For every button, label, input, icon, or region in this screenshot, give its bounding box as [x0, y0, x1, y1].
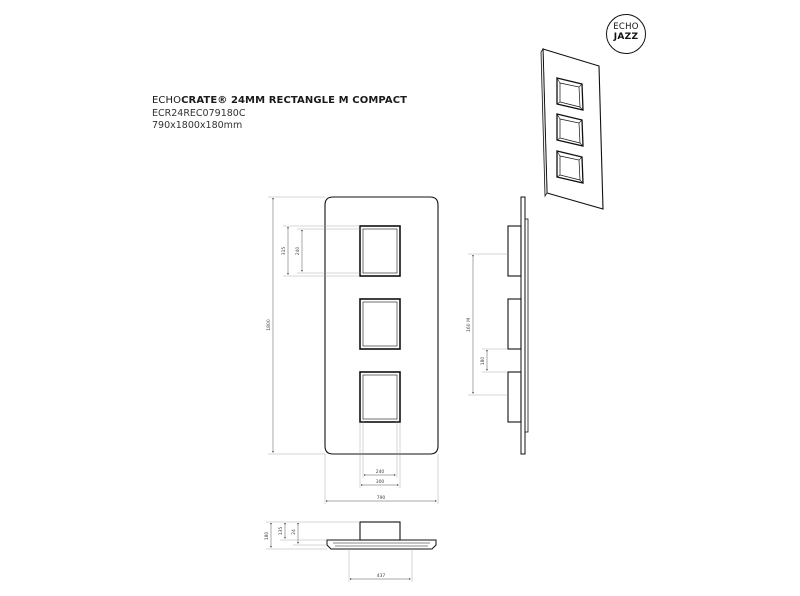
perspective-box-1 [556, 77, 584, 111]
dim-plan-depth: 180 [264, 532, 270, 541]
plan-dimension-lines [270, 523, 411, 580]
perspective-view [540, 47, 604, 210]
plan-extension-lines [266, 521, 413, 582]
front-box-2 [359, 298, 401, 350]
dim-box-inner-height: 240 [295, 247, 301, 256]
dim-plan-box-depth: 135 [278, 527, 284, 536]
front-dimension-lines [272, 198, 437, 502]
dim-box-outer-height: 315 [281, 247, 287, 256]
plan-profile [326, 521, 437, 550]
product-code: ECR24REC079180C [152, 107, 246, 119]
product-title: ECHOCRATE® 24MM RECTANGLE M COMPACT [152, 95, 407, 108]
dim-box-inner-width: 240 [376, 469, 385, 475]
dim-side-pitch: 160 M [466, 318, 472, 332]
product-size: 790x1800x180mm [152, 120, 243, 131]
plan-view: 180 135 24 437 [264, 521, 437, 582]
side-profile [507, 196, 529, 455]
dim-box-outer-width: 300 [376, 479, 385, 485]
front-elevation: 1800 315 240 240 300 790 [266, 196, 439, 504]
logo-line-2: JAZZ [613, 32, 639, 42]
side-extension-lines [468, 253, 508, 396]
side-dimension-lines [472, 255, 488, 394]
front-extension-lines [268, 196, 439, 504]
dim-total-height: 1800 [266, 319, 272, 331]
dim-side-gap: 180 [480, 357, 486, 366]
brand-name: CRATE® [181, 95, 228, 106]
title-block: ECHOCRATE® 24MM RECTANGLE M COMPACT ECR2… [152, 95, 407, 133]
front-panel-outline [324, 196, 439, 455]
side-elevation: 160 M 180 [466, 196, 529, 455]
dim-total-width: 790 [377, 495, 386, 501]
perspective-box-2 [556, 113, 584, 147]
dim-plan-plate: 24 [291, 529, 297, 535]
brand-prefix: ECHO [152, 95, 182, 106]
logo-line-1: ECHO [613, 22, 639, 32]
front-box-3 [359, 371, 401, 423]
dim-plan-width: 437 [377, 573, 386, 579]
echo-jazz-logo: ECHO JAZZ [606, 14, 646, 54]
front-box-1 [359, 225, 401, 277]
product-name: 24MM RECTANGLE M COMPACT [227, 95, 408, 106]
perspective-box-3 [556, 150, 584, 184]
